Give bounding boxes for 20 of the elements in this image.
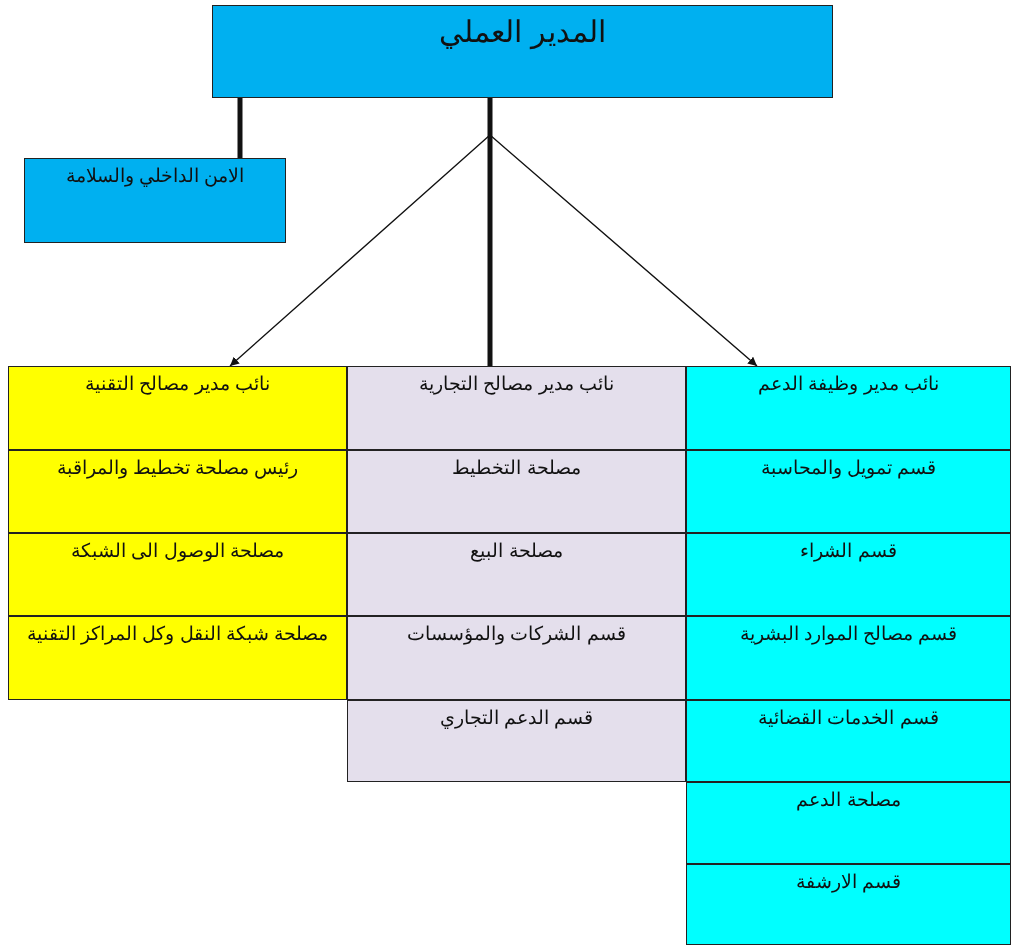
department-box: قسم الخدمات القضائية — [686, 700, 1011, 782]
department-box: نائب مدير وظيفة الدعم — [686, 366, 1011, 450]
department-box: مصلحة التخطيط — [347, 450, 686, 533]
manager-box: المدير العملي — [212, 5, 833, 98]
department-box: الامن الداخلي والسلامة — [24, 158, 286, 243]
department-box: قسم الشركات والمؤسسات — [347, 616, 686, 700]
department-box: مصلحة الوصول الى الشبكة — [8, 533, 347, 616]
department-box: مصلحة شبكة النقل وكل المراكز التقنية — [8, 616, 347, 700]
department-box: رئيس مصلحة تخطيط والمراقبة — [8, 450, 347, 533]
department-box: مصلحة البيع — [347, 533, 686, 616]
connector-line — [487, 98, 493, 366]
connector-line — [237, 98, 243, 158]
department-box: نائب مدير مصالح التقنية — [8, 366, 347, 450]
department-box: قسم الشراء — [686, 533, 1011, 616]
department-box: قسم الدعم التجاري — [347, 700, 686, 782]
department-box: مصلحة الدعم — [686, 782, 1011, 864]
department-box: قسم الارشفة — [686, 864, 1011, 945]
department-box: قسم تمويل والمحاسبة — [686, 450, 1011, 533]
department-box: قسم مصالح الموارد البشرية — [686, 616, 1011, 700]
department-box: نائب مدير مصالح التجارية — [347, 366, 686, 450]
